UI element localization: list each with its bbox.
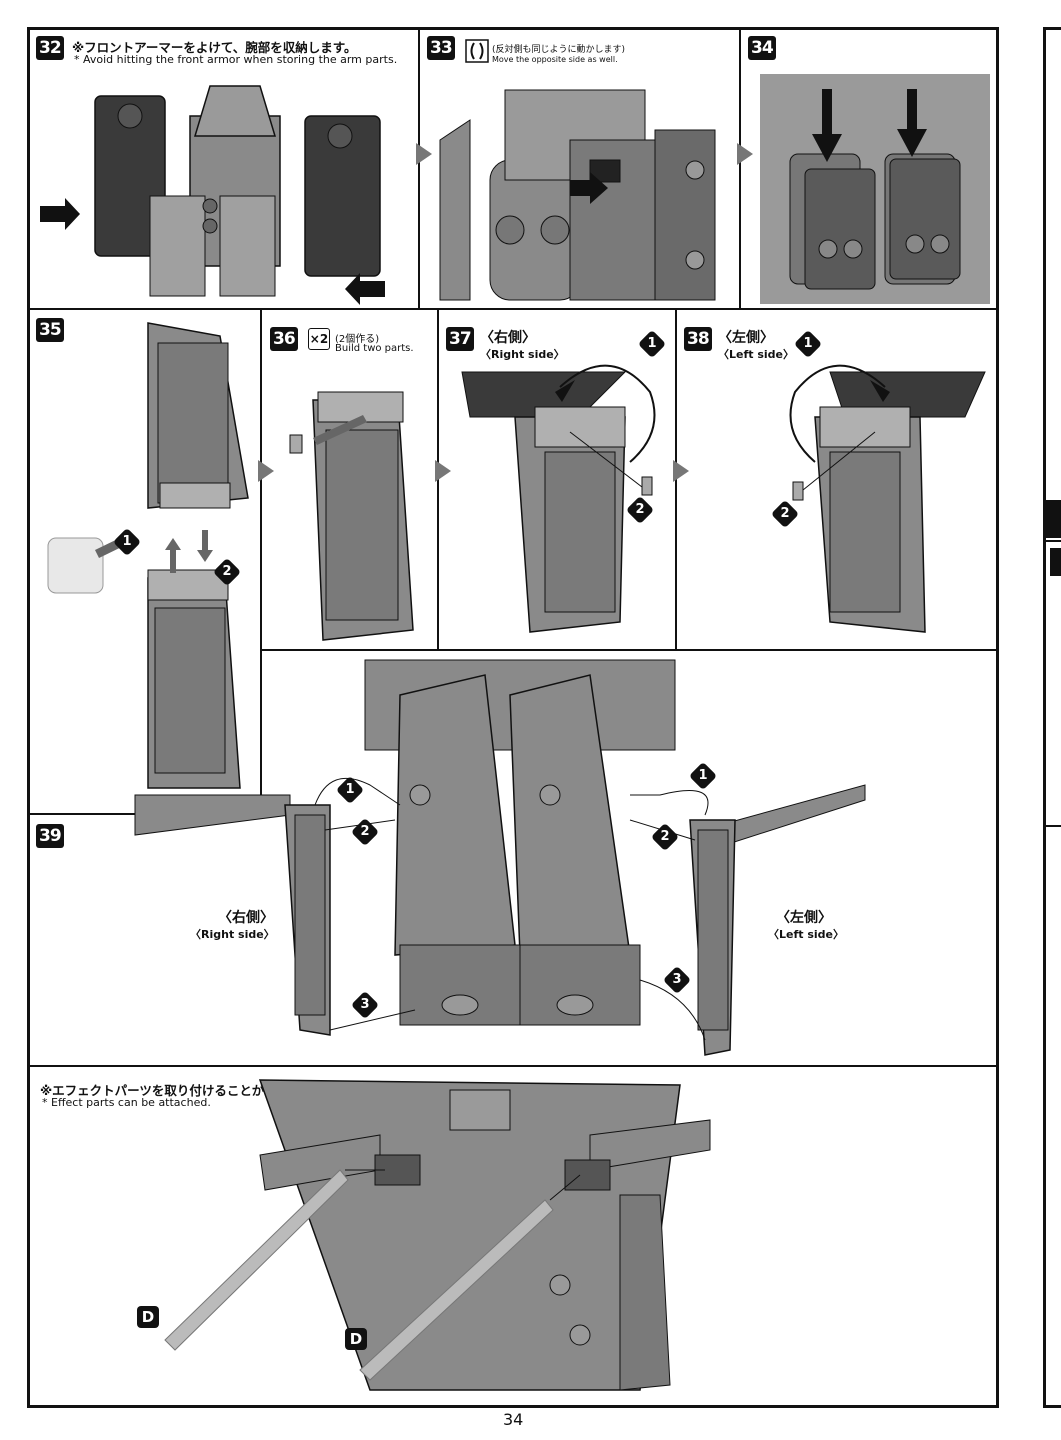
step-38-side-jp: 〈左側〉 (718, 330, 774, 346)
step-39-callout-2-right: 2 (350, 817, 380, 847)
adjacent-step-marker-2 (1050, 548, 1061, 576)
step-34-number: 34 (748, 36, 776, 60)
step-37-callout-1: 1 (637, 329, 667, 359)
step-39-left-side-jp: 〈左側〉 (776, 910, 832, 926)
divider-row1 (27, 308, 999, 310)
step-35-callout-2: 2 (212, 557, 242, 587)
step-32-note-jp: ※フロントアーマーをよけて、腕部を収納します。 (72, 40, 357, 55)
page-number: 34 (503, 1410, 524, 1429)
step-38-callout-1: 1 (793, 329, 823, 359)
step-37-number: 37 (446, 327, 474, 351)
step-33-next-arrow (416, 143, 432, 165)
step-36-note-jp: (2個作る) (335, 334, 380, 345)
adjacent-page-frame (1043, 27, 1061, 1408)
step-37-next-arrow (673, 460, 689, 482)
divider-row4 (27, 1065, 999, 1067)
step-33-note-jp: (反対側も同じように動かします) (492, 45, 626, 55)
step-35-number: 35 (36, 318, 64, 342)
step-35-illustration (47, 322, 249, 789)
step-32-note-en: * Avoid hitting the front armor when sto… (74, 53, 398, 66)
effect-part-label-d-1: D (137, 1306, 159, 1328)
step-39-callout-3-right: 3 (350, 990, 380, 1020)
step-36-note-en: Build two parts. (335, 343, 414, 354)
step-34-next-arrow (737, 143, 753, 165)
effect-illustration (164, 1079, 711, 1391)
step-36-number: 36 (270, 327, 298, 351)
step-35-next-arrow (258, 460, 274, 482)
step-35-callout-1: 1 (112, 527, 142, 557)
step-33-note-en: Move the opposite side as well. (492, 55, 618, 64)
step-32-illustration (40, 85, 385, 305)
step-33-mirror-icon (465, 39, 489, 63)
step-36-count-badge: ×2 (308, 328, 330, 350)
step-34-illustration (760, 74, 990, 304)
step-36-illustration (289, 391, 414, 641)
effect-part-label-d-2: D (345, 1328, 367, 1350)
step-39-callout-1-right: 1 (335, 775, 365, 805)
step-39-left-side-en: 〈Left side〉 (768, 928, 844, 941)
step-38-illustration (789, 364, 986, 633)
adjacent-divider-1 (1043, 540, 1061, 542)
step-38-callout-2: 2 (770, 499, 800, 529)
step-37-illustration (461, 364, 656, 633)
divider-row2 (260, 649, 999, 651)
adjacent-step-marker (1045, 500, 1061, 538)
step-39-number: 39 (36, 824, 64, 848)
step-37-side-jp: 〈右側〉 (480, 330, 536, 346)
step-39-illustration (134, 659, 866, 1056)
step-33-illustration (439, 89, 716, 301)
step-39-right-side-en: 〈Right side〉 (190, 928, 275, 941)
step-33-number: 33 (427, 36, 455, 60)
divider-33-34 (739, 27, 741, 309)
step-37-side-en: 〈Right side〉 (480, 348, 565, 361)
step-39-callout-2-left: 2 (650, 822, 680, 852)
step-39-callout-3-left: 3 (662, 965, 692, 995)
step-38-side-en: 〈Left side〉 (718, 348, 794, 361)
adjacent-divider-2 (1043, 825, 1061, 827)
step-37-callout-2: 2 (625, 495, 655, 525)
step-36-next-arrow (435, 460, 451, 482)
divider-35-36 (260, 309, 262, 813)
step-32-number: 32 (36, 36, 64, 60)
effect-note-jp: ※エフェクトパーツを取り付けることができます。 (40, 1083, 326, 1098)
divider-32-33 (418, 27, 420, 309)
effect-note-en: * Effect parts can be attached. (42, 1096, 211, 1109)
step-39-right-side-jp: 〈右側〉 (218, 910, 274, 926)
main-page-frame (27, 27, 999, 1408)
step-39-callout-1-left: 1 (688, 761, 718, 791)
step-38-number: 38 (684, 327, 712, 351)
